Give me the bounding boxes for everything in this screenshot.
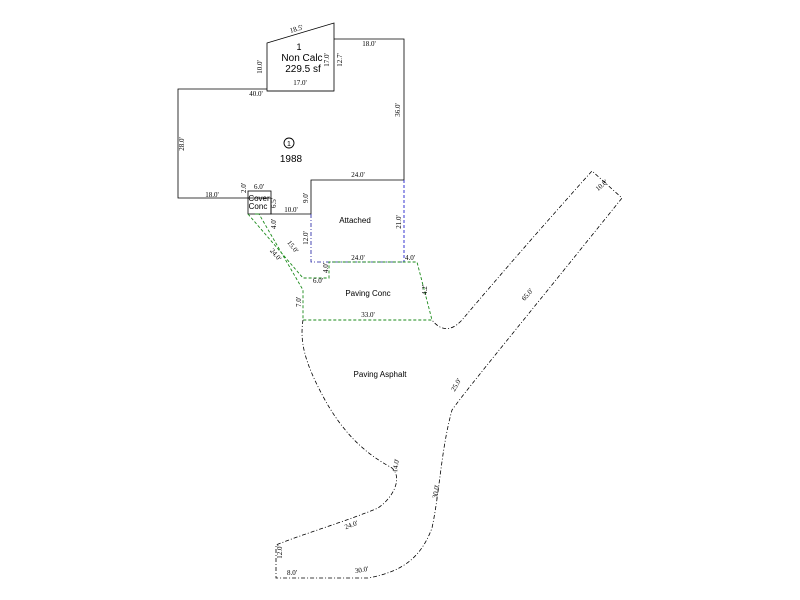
dim-garage-top: 24.0' (351, 171, 365, 179)
main-area-symbol-circle (283, 137, 295, 149)
dim-walk-e: 6.0' (313, 277, 323, 285)
main-area-symbol: 1 (287, 141, 291, 148)
dim-main-bottom-left: 18.0' (205, 191, 219, 199)
dim-drive-stub-left: 12.0' (276, 545, 284, 559)
dim-garage-bottom-right: 4.0' (405, 254, 415, 262)
dim-drive-right: 30.0' (431, 484, 441, 499)
dim-walk-c: 24.0' (268, 247, 283, 262)
cover-conc-line1: Cover (248, 194, 270, 203)
dim-main-top-left: 40.0' (249, 90, 263, 98)
dim-main-right: 36.0' (394, 103, 402, 117)
dim-walk-b: 15.0' (285, 239, 300, 255)
main-house-outline (177, 38, 405, 215)
dim-garage-left-a: 9.0' (302, 193, 310, 203)
dim-drive-long: 65.0' (520, 287, 535, 302)
dim-drive-stub-bottom: 8.0' (287, 569, 297, 577)
dim-conc-left: 7.0' (295, 297, 303, 307)
dim-nc-right-b: 12.7' (336, 53, 344, 67)
dim-main-top-right: 18.0' (362, 40, 376, 48)
non-calc-area: 229.5 sf (285, 64, 321, 75)
dim-nc-left: 10.0' (256, 60, 264, 74)
dim-nc-right-a: 17.0' (323, 53, 331, 67)
paving-conc-label: Paving Conc (345, 289, 390, 298)
main-area-year: 1988 (280, 154, 303, 165)
non-calc-name: Non Calc (281, 53, 322, 64)
attached-label: Attached (339, 216, 371, 225)
dim-drive-inner-b: 24.0' (344, 519, 359, 531)
dim-cover-left: 2.0' (240, 183, 248, 193)
dim-drive-end: 10.0' (594, 178, 609, 193)
dim-garage-bottom: 24.0' (351, 254, 365, 262)
dim-main-left: 28.0' (178, 137, 186, 151)
cover-conc-line2: Conc (249, 202, 268, 211)
dim-drive-inner: 14.0' (391, 458, 401, 473)
non-calc-number: 1 (296, 42, 301, 52)
dim-drive-bottom: 30.0' (354, 565, 369, 575)
dim-drive-mid: 25.0' (449, 377, 463, 393)
dim-nc-top: 18.5' (289, 23, 304, 34)
dim-walk-a: 4.0' (270, 219, 278, 229)
dim-conc-bottom: 33.0' (361, 311, 375, 319)
dim-walk-d: 4.0' (322, 263, 330, 273)
dim-cover-top: 6.0' (254, 183, 264, 191)
dim-conc-right: 4.2' (421, 285, 429, 295)
paving-asphalt-label: Paving Asphalt (354, 370, 408, 379)
dim-main-step: 10.0' (284, 206, 298, 214)
dim-cover-right: 6.5' (270, 198, 278, 208)
dim-nc-bottom: 17.0' (293, 79, 307, 87)
dim-garage-left-b: 12.0' (302, 231, 310, 245)
dim-garage-right: 21.0' (395, 215, 403, 229)
paving-asphalt-outline (275, 170, 623, 579)
